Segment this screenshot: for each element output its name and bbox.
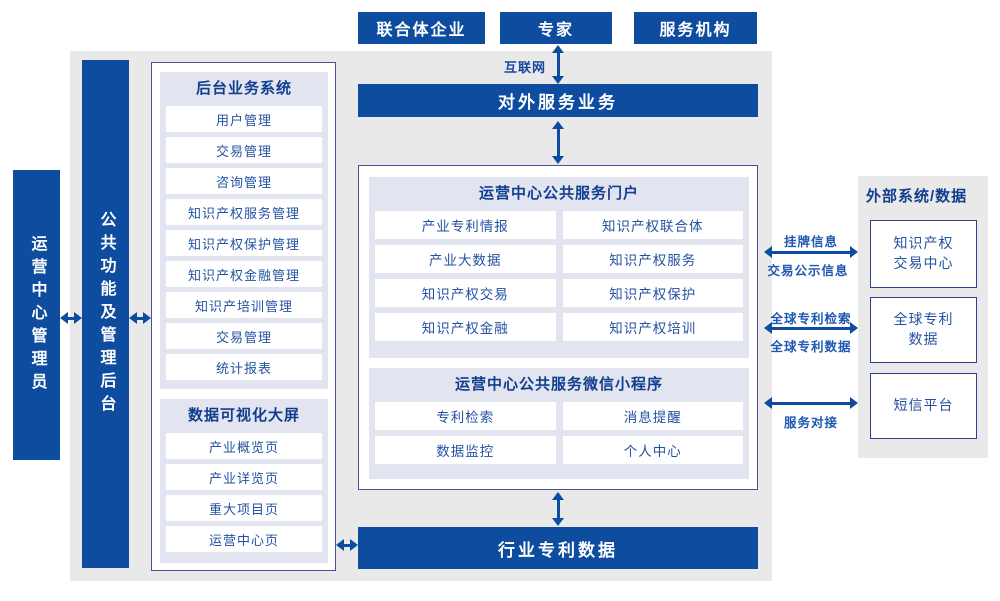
actor-box-consortium: 联合体企业 bbox=[358, 12, 485, 44]
actor-label: 联合体企业 bbox=[376, 22, 467, 39]
admin-label: 运营中心管理员 bbox=[28, 234, 46, 396]
backend-system-title: 后台业务系统 bbox=[195, 80, 292, 97]
backend-item: 用户管理 bbox=[166, 106, 322, 132]
miniprogram-item: 专利检索 bbox=[375, 402, 556, 430]
bar-label: 对外服务业务 bbox=[498, 93, 618, 112]
datavis-item: 重大项目页 bbox=[166, 495, 322, 521]
portal-item: 产业专利情报 bbox=[375, 211, 556, 239]
external-system-line: 知识产权 bbox=[893, 235, 954, 252]
backend-item: 知识产权保护管理 bbox=[166, 230, 322, 256]
portal-item: 产业大数据 bbox=[375, 245, 556, 273]
actor-label: 服务机构 bbox=[659, 22, 732, 39]
portal-item: 知识产权服务 bbox=[562, 245, 743, 273]
link-label-service-docking: 服务对接 bbox=[783, 416, 838, 430]
backend-item: 交易管理 bbox=[166, 323, 322, 349]
miniprogram-item: 个人中心 bbox=[562, 436, 743, 464]
double-arrow-icon bbox=[336, 539, 358, 551]
datavis-panel: 数据可视化大屏 产业概览页 产业详览页 重大项目页 运营中心页 bbox=[160, 399, 328, 563]
external-system-box: 全球专利 数据 bbox=[870, 297, 977, 363]
double-arrow-icon bbox=[552, 121, 564, 164]
external-system-line: 全球专利 bbox=[893, 311, 954, 328]
backend-item: 知识产权金融管理 bbox=[166, 261, 322, 287]
backend-item: 交易管理 bbox=[166, 137, 322, 163]
miniprogram-item: 消息提醒 bbox=[562, 402, 743, 430]
backend-system-panel: 后台业务系统 用户管理 交易管理 咨询管理 知识产权服务管理 知识产权保护管理 … bbox=[160, 72, 328, 389]
actor-box-service-org: 服务机构 bbox=[634, 12, 757, 44]
actor-label: 专家 bbox=[537, 22, 574, 39]
external-system-line: 短信平台 bbox=[893, 397, 954, 414]
backend-item: 咨询管理 bbox=[166, 168, 322, 194]
actor-box-expert: 专家 bbox=[500, 12, 612, 44]
miniprogram-item: 数据监控 bbox=[375, 436, 556, 464]
external-service-bar: 对外服务业务 bbox=[358, 84, 758, 117]
portal-item: 知识产权保护 bbox=[562, 279, 743, 307]
link-label-trade-publicity: 交易公示信息 bbox=[767, 264, 849, 278]
backend-label: 公共功能及管理后台 bbox=[97, 210, 115, 418]
double-arrow-icon bbox=[129, 312, 151, 324]
portal-item: 知识产权交易 bbox=[375, 279, 556, 307]
external-system-box: 知识产权 交易中心 bbox=[870, 220, 977, 288]
industry-patent-bar: 行业专利数据 bbox=[358, 527, 758, 569]
double-arrow-icon bbox=[764, 397, 858, 409]
bar-label: 行业专利数据 bbox=[498, 540, 618, 560]
external-panel-title: 外部系统/数据 bbox=[866, 188, 968, 205]
internet-label: 互联网 bbox=[503, 60, 546, 75]
double-arrow-icon bbox=[764, 322, 858, 334]
portal-title: 运营中心公共服务门户 bbox=[478, 185, 639, 202]
portal-item: 知识产权联合体 bbox=[562, 211, 743, 239]
datavis-item: 产业概览页 bbox=[166, 433, 322, 459]
backend-item: 统计报表 bbox=[166, 354, 322, 380]
backend-item: 知识产权服务管理 bbox=[166, 199, 322, 225]
double-arrow-icon bbox=[552, 45, 564, 84]
external-system-box: 短信平台 bbox=[870, 373, 977, 439]
backend-item: 知识产培训管理 bbox=[166, 292, 322, 318]
double-arrow-icon bbox=[764, 246, 858, 258]
admin-vertical-bar: 运营中心管理员 bbox=[13, 170, 60, 460]
datavis-item: 运营中心页 bbox=[166, 526, 322, 552]
portal-container: 运营中心公共服务门户 产业专利情报 知识产权联合体 产业大数据 知识产权服务 知… bbox=[358, 165, 758, 490]
external-system-line: 交易中心 bbox=[893, 255, 954, 271]
backend-container: 后台业务系统 用户管理 交易管理 咨询管理 知识产权服务管理 知识产权保护管理 … bbox=[151, 62, 336, 571]
datavis-title: 数据可视化大屏 bbox=[187, 407, 300, 424]
double-arrow-icon bbox=[552, 492, 564, 526]
link-label-global-patent-data: 全球专利数据 bbox=[770, 340, 852, 354]
portal-item: 知识产权金融 bbox=[375, 313, 556, 341]
portal-item: 知识产权培训 bbox=[562, 313, 743, 341]
miniprogram-panel: 运营中心公共服务微信小程序 专利检索 消息提醒 数据监控 个人中心 bbox=[369, 368, 749, 479]
backend-vertical-bar: 公共功能及管理后台 bbox=[82, 60, 129, 568]
external-system-line: 数据 bbox=[908, 331, 939, 347]
miniprogram-title: 运营中心公共服务微信小程序 bbox=[454, 376, 663, 393]
portal-panel: 运营中心公共服务门户 产业专利情报 知识产权联合体 产业大数据 知识产权服务 知… bbox=[369, 177, 749, 358]
double-arrow-icon bbox=[60, 312, 82, 324]
datavis-item: 产业详览页 bbox=[166, 464, 322, 490]
